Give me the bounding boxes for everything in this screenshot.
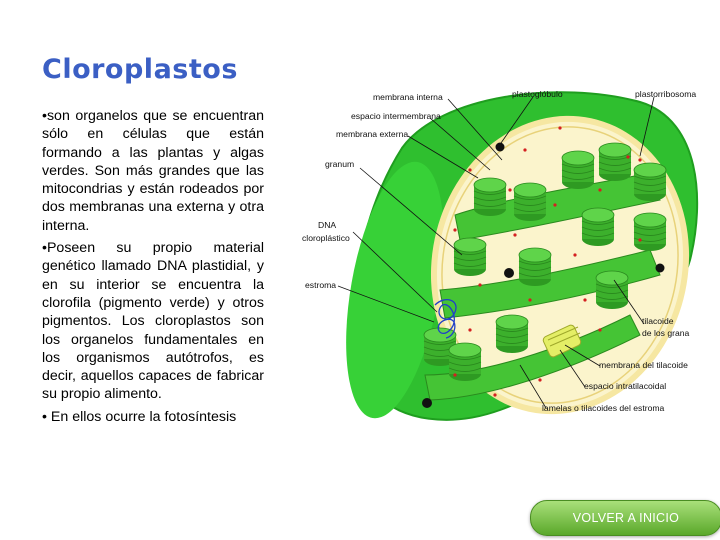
leader-lines (337, 96, 655, 409)
paragraph-2: •Poseen su propio material genético llam… (42, 240, 264, 403)
label-membrana-externa: membrana externa (336, 129, 408, 139)
volver-inicio-button[interactable]: VOLVER A INICIO (530, 500, 720, 536)
paragraph-1: •son organelos que se encuentran sólo en… (42, 108, 264, 234)
label-estroma: estroma (305, 280, 336, 290)
label-plastoglobulo: plastoglóbulo (512, 89, 563, 99)
label-membrana-interna: membrana interna (373, 92, 443, 102)
thylakoid-membrane-detail (542, 324, 582, 358)
plastoglobules (422, 142, 665, 408)
label-granum: granum (325, 159, 354, 169)
paragraph-3: • En ellos ocurre la fotosíntesis (42, 408, 237, 425)
dna-coil (434, 299, 457, 339)
label-espacio-intermembrana: espacio intermembrana (351, 111, 441, 121)
stroma-lamellae (424, 174, 661, 401)
label-lamelas: lamelas o tilacoides del estroma (542, 403, 665, 413)
chloroplast-diagram: membrana interna espacio intermembrana m… (302, 89, 699, 421)
plastoribosomes (453, 126, 642, 397)
label-plastorribosoma: plastorribosoma (635, 89, 696, 99)
label-tilacoide-line2: de los grana (642, 328, 690, 338)
label-membrana-tilacoide: membrana del tilacoide (599, 360, 688, 370)
description-text: •son organelos que se encuentran sólo en… (42, 107, 264, 430)
label-tilacoide-line1: tilacoide (642, 316, 674, 326)
label-espacio-intratilacoidal: espacio intratilacoidal (584, 381, 666, 391)
label-dna-line2: cloroplástico (302, 233, 350, 243)
label-dna-line1: DNA (318, 220, 336, 230)
slide-title: Cloroplastos (42, 54, 238, 85)
